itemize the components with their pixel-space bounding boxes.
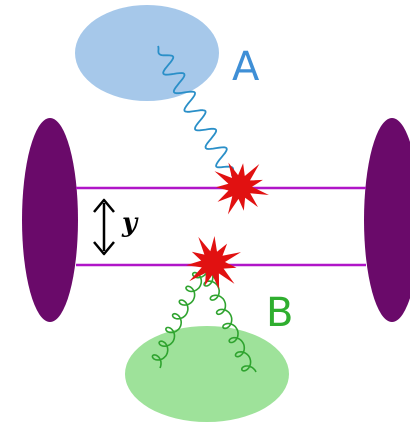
source-b-blob <box>125 326 289 422</box>
separation-arrow-icon <box>93 198 115 256</box>
source-b-label: B <box>266 290 293 336</box>
upper-vertex-starburst <box>214 162 269 215</box>
separation-label: y <box>121 208 139 238</box>
left-nucleus <box>22 118 78 322</box>
gluon-curly-line-right <box>203 272 257 373</box>
source-a-blob <box>75 5 219 101</box>
source-a-label: A <box>232 44 260 90</box>
lower-vertex-starburst <box>186 236 241 290</box>
gluon-curly-line-left <box>151 271 208 369</box>
right-nucleus <box>364 118 410 322</box>
photon-wavy-line <box>157 45 235 177</box>
